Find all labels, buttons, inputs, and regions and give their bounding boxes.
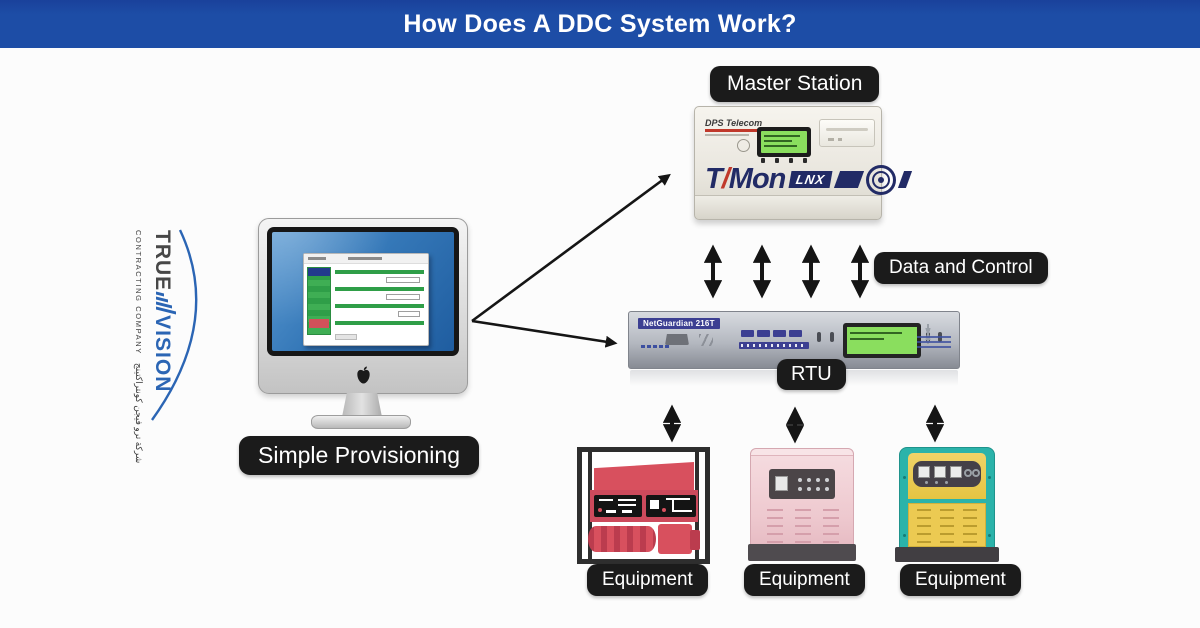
cd-drive bbox=[819, 119, 875, 147]
rtu-device: NetGuardian 216T bbox=[628, 311, 960, 369]
generator-block bbox=[658, 524, 692, 554]
yellow-vent-section bbox=[908, 503, 986, 547]
dps-telecom-logo: DPS Telecom bbox=[705, 118, 763, 136]
rtu-lcd-display bbox=[843, 323, 921, 358]
master-station-badge: Master Station bbox=[710, 66, 880, 102]
window-form-area bbox=[335, 270, 424, 334]
yellow-cabinet-base bbox=[895, 547, 999, 562]
lnx-badge: LNX bbox=[788, 171, 833, 188]
logo-word-vision: VISION bbox=[151, 315, 174, 393]
company-logo: TRUE VISION CONTRACTING COMPANY شركة ترو ف… bbox=[133, 230, 176, 463]
vent-marks bbox=[699, 334, 713, 346]
tmon-branding: T/Mon LNX bbox=[705, 163, 913, 196]
pink-cabinet-base bbox=[748, 544, 856, 561]
provisioning-computer bbox=[256, 216, 470, 442]
pink-vents bbox=[767, 509, 839, 543]
equipment-generator bbox=[577, 447, 710, 564]
fan-grille-icon bbox=[866, 164, 897, 195]
monitor-body bbox=[258, 218, 468, 394]
terminal-block bbox=[739, 342, 809, 349]
equipment-badge-left: Equipment bbox=[587, 564, 708, 596]
window-sidebar-menu bbox=[307, 267, 331, 335]
logo-word-true: TRUE bbox=[151, 230, 174, 292]
rtu-brand-text bbox=[917, 336, 951, 348]
window-titlebar bbox=[304, 254, 428, 264]
rtu-model-label: NetGuardian 216T bbox=[638, 318, 720, 329]
equipment-cabinet-yellow bbox=[895, 447, 999, 564]
data-and-control-badge: Data and Control bbox=[874, 252, 1048, 284]
monitor-bezel bbox=[267, 227, 459, 356]
monitor-screen bbox=[272, 232, 454, 351]
logo-bars-icon bbox=[156, 291, 176, 315]
master-lcd-display bbox=[757, 127, 811, 157]
logo-brand-text: TRUE VISION bbox=[151, 230, 176, 430]
provisioning-app-window bbox=[303, 253, 429, 346]
master-station-device: DPS Telecom T/Mon LNX bbox=[694, 106, 913, 220]
apple-logo-icon bbox=[356, 366, 370, 384]
monitor-chin bbox=[267, 358, 459, 394]
simple-provisioning-badge: Simple Provisioning bbox=[239, 436, 479, 475]
master-front-lip bbox=[695, 195, 881, 219]
lcd-buttons bbox=[761, 158, 807, 163]
brand-stripe bbox=[834, 171, 865, 188]
monitor-stand-base bbox=[311, 415, 411, 429]
cert-stamp-icon bbox=[737, 139, 750, 152]
generator-frame bbox=[577, 447, 710, 564]
header-bar: How Does A DDC System Work? bbox=[0, 0, 1200, 48]
yellow-cabinet-body bbox=[899, 447, 995, 549]
generator-panel-left bbox=[594, 495, 642, 517]
rtu-badge: RTU bbox=[777, 359, 846, 390]
window-footer-button bbox=[335, 334, 357, 340]
yellow-control-panel bbox=[913, 461, 981, 487]
monitor-stand-neck bbox=[342, 393, 382, 417]
equipment-badge-right: Equipment bbox=[900, 564, 1021, 596]
arrow-computer-to-rtu bbox=[471, 319, 618, 348]
logo-subtitle-ar: شركة ترو فيجن كونتراكتينج bbox=[134, 362, 144, 464]
pink-control-panel bbox=[769, 469, 835, 499]
logo-subtitle-en: CONTRACTING COMPANY bbox=[134, 230, 143, 355]
logo-subtitle: CONTRACTING COMPANY شركة ترو فيجن كونتراك… bbox=[133, 230, 144, 463]
pink-cabinet-body bbox=[750, 448, 854, 546]
connector-posts bbox=[817, 332, 834, 342]
brand-stripe-2 bbox=[898, 171, 913, 188]
generator-panel-right bbox=[646, 495, 696, 517]
logo-swoosh bbox=[151, 229, 198, 421]
rtu-fine-print bbox=[641, 345, 671, 348]
port-bank bbox=[741, 330, 802, 337]
page-title: How Does A DDC System Work? bbox=[403, 9, 797, 38]
serial-port-icon bbox=[665, 334, 689, 345]
equipment-cabinet-pink bbox=[748, 448, 858, 564]
arrow-computer-to-master bbox=[471, 173, 671, 323]
equipment-badge-middle: Equipment bbox=[744, 564, 865, 596]
generator-motor bbox=[588, 526, 656, 552]
